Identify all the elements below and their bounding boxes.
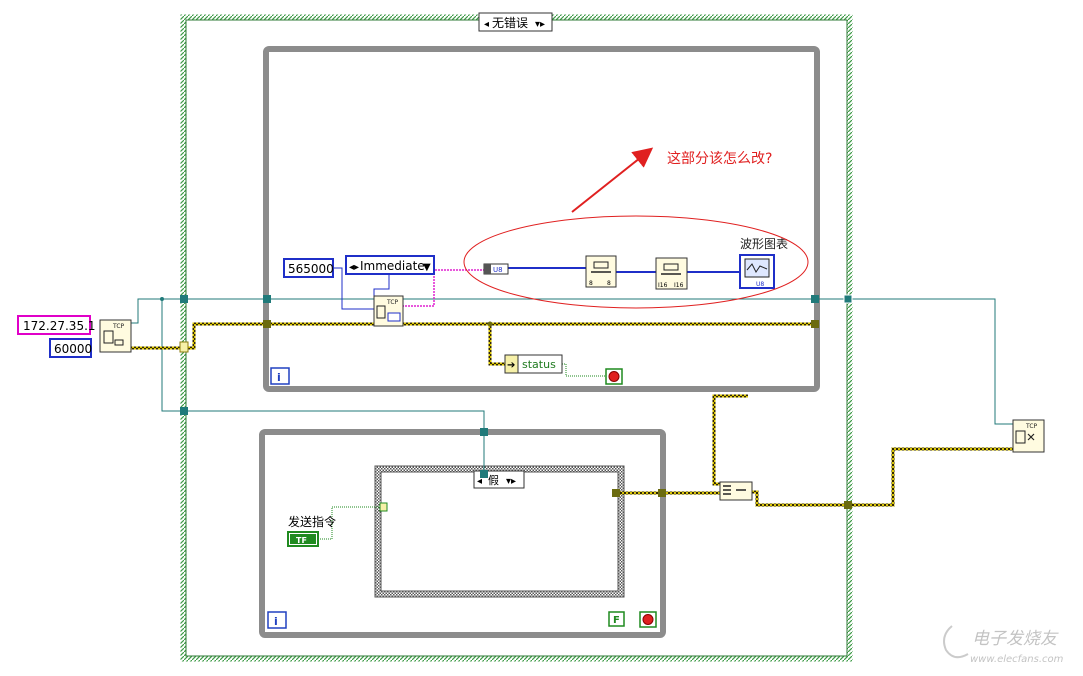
stop-icon [608, 371, 620, 382]
tcp-close-tcp-label: TCP [1025, 423, 1038, 430]
iteration-terminal-2 [267, 611, 287, 629]
svg-text:F: F [613, 615, 620, 626]
unbundle-status-node[interactable]: ➔ status [504, 354, 563, 374]
svg-text:565000: 565000 [288, 262, 334, 276]
network-icon [1015, 430, 1026, 444]
u8-type-label: U8 [493, 266, 503, 274]
bytes-to-read-constant[interactable]: 565000 [283, 258, 334, 278]
merge-errors-node[interactable] [719, 481, 753, 501]
tcp-read-node[interactable]: TCP [373, 295, 404, 327]
read-mode-value: Immediate [360, 259, 425, 273]
tcp-close-node[interactable]: TCP [1012, 419, 1045, 453]
case-selector[interactable]: ◂ 无错误 ▾▸ [478, 12, 553, 32]
array-wire [508, 267, 740, 273]
svg-text:www.elecfans.com: www.elecfans.com [970, 654, 1064, 665]
tcp-open-tcp-label: TCP [112, 323, 125, 330]
ip-address-constant[interactable]: 172.27.35.1 [17, 315, 96, 335]
svg-text:60000: 60000 [54, 342, 92, 356]
watermark: 电子发烧友 www.elecfans.com [943, 625, 1064, 665]
send-command-label: 发送指令 [288, 514, 336, 529]
case-selector-label: 无错误 [492, 16, 528, 30]
join-icon [663, 263, 679, 271]
upper-while-loop[interactable]: i [263, 46, 820, 392]
bool-type-label: TF [296, 536, 307, 545]
status-label: status [522, 358, 556, 371]
inner-case-dropdown-icon[interactable]: ▾▸ [506, 476, 516, 487]
stop-terminal-upper[interactable] [605, 368, 623, 385]
waveform-chart-label: 波形图表 [740, 237, 788, 251]
numeric-wire [332, 267, 390, 310]
svg-text:172.27.35.1: 172.27.35.1 [23, 319, 96, 333]
split-icon [593, 261, 609, 269]
port-constant[interactable]: 60000 [49, 338, 92, 358]
annotation-arrow [571, 147, 654, 213]
unbundle-arrow-icon: ➔ [507, 360, 515, 371]
false-constant[interactable]: F [608, 611, 625, 627]
lower-while-loop[interactable]: i [259, 429, 666, 638]
send-command-control[interactable]: 发送指令 TF [287, 514, 336, 547]
read-data-icon [387, 312, 401, 322]
type-16-right-label: I16 [674, 282, 684, 289]
tcp-open-node[interactable]: TCP [99, 319, 132, 353]
annotation-text: 这部分该怎么改? [667, 150, 772, 167]
tunnels [160, 294, 853, 512]
network-icon [103, 330, 114, 344]
iteration-terminal [270, 367, 290, 385]
error-wire [131, 322, 1013, 507]
network-icon [376, 305, 386, 319]
read-mode-increment-icon[interactable]: ◂▸ [349, 262, 359, 273]
iteration-label: i [277, 371, 281, 384]
tcp-read-tcp-label: TCP [386, 299, 399, 306]
case-decrement-icon[interactable]: ◂ [484, 19, 489, 30]
chart-u8-label: U8 [756, 281, 764, 288]
type-cast-16-node[interactable]: I16 I16 [655, 257, 688, 290]
outer-case-structure[interactable] [180, 14, 853, 662]
read-mode-dropdown-icon[interactable]: ▼ [423, 262, 431, 273]
type-cast-8-node[interactable]: 8 8 [585, 255, 617, 288]
type-8-right-label: 8 [607, 280, 611, 287]
status-wire [562, 363, 608, 377]
waveform-chart-terminal[interactable]: 波形图表 U8 [739, 237, 788, 289]
annotation-ellipse [463, 215, 809, 309]
chart-icon [744, 258, 770, 278]
type-8-left-label: 8 [589, 280, 593, 287]
type-16-left-label: I16 [658, 282, 668, 289]
stop-icon [642, 614, 654, 625]
read-mode-constant[interactable]: ◂▸ Immediate ▼ [345, 255, 435, 275]
string-wire [402, 269, 484, 307]
stop-terminal-lower[interactable] [639, 611, 657, 628]
svg-text:电子发烧友: 电子发烧友 [972, 629, 1059, 649]
case-dropdown-icon[interactable]: ▾▸ [535, 19, 545, 30]
merge-icon [723, 485, 746, 495]
inner-case-structure[interactable]: ◂ 假 ▾▸ [374, 465, 625, 598]
string-to-u8-node[interactable]: U8 [483, 263, 509, 275]
watermark-logo-icon [943, 625, 969, 659]
iteration-label-2: i [274, 615, 278, 628]
close-icon [1027, 433, 1035, 441]
bool-wire [318, 506, 383, 540]
inner-case-decrement-icon[interactable]: ◂ [477, 476, 482, 487]
inner-case-selector-label: 假 [488, 473, 499, 487]
